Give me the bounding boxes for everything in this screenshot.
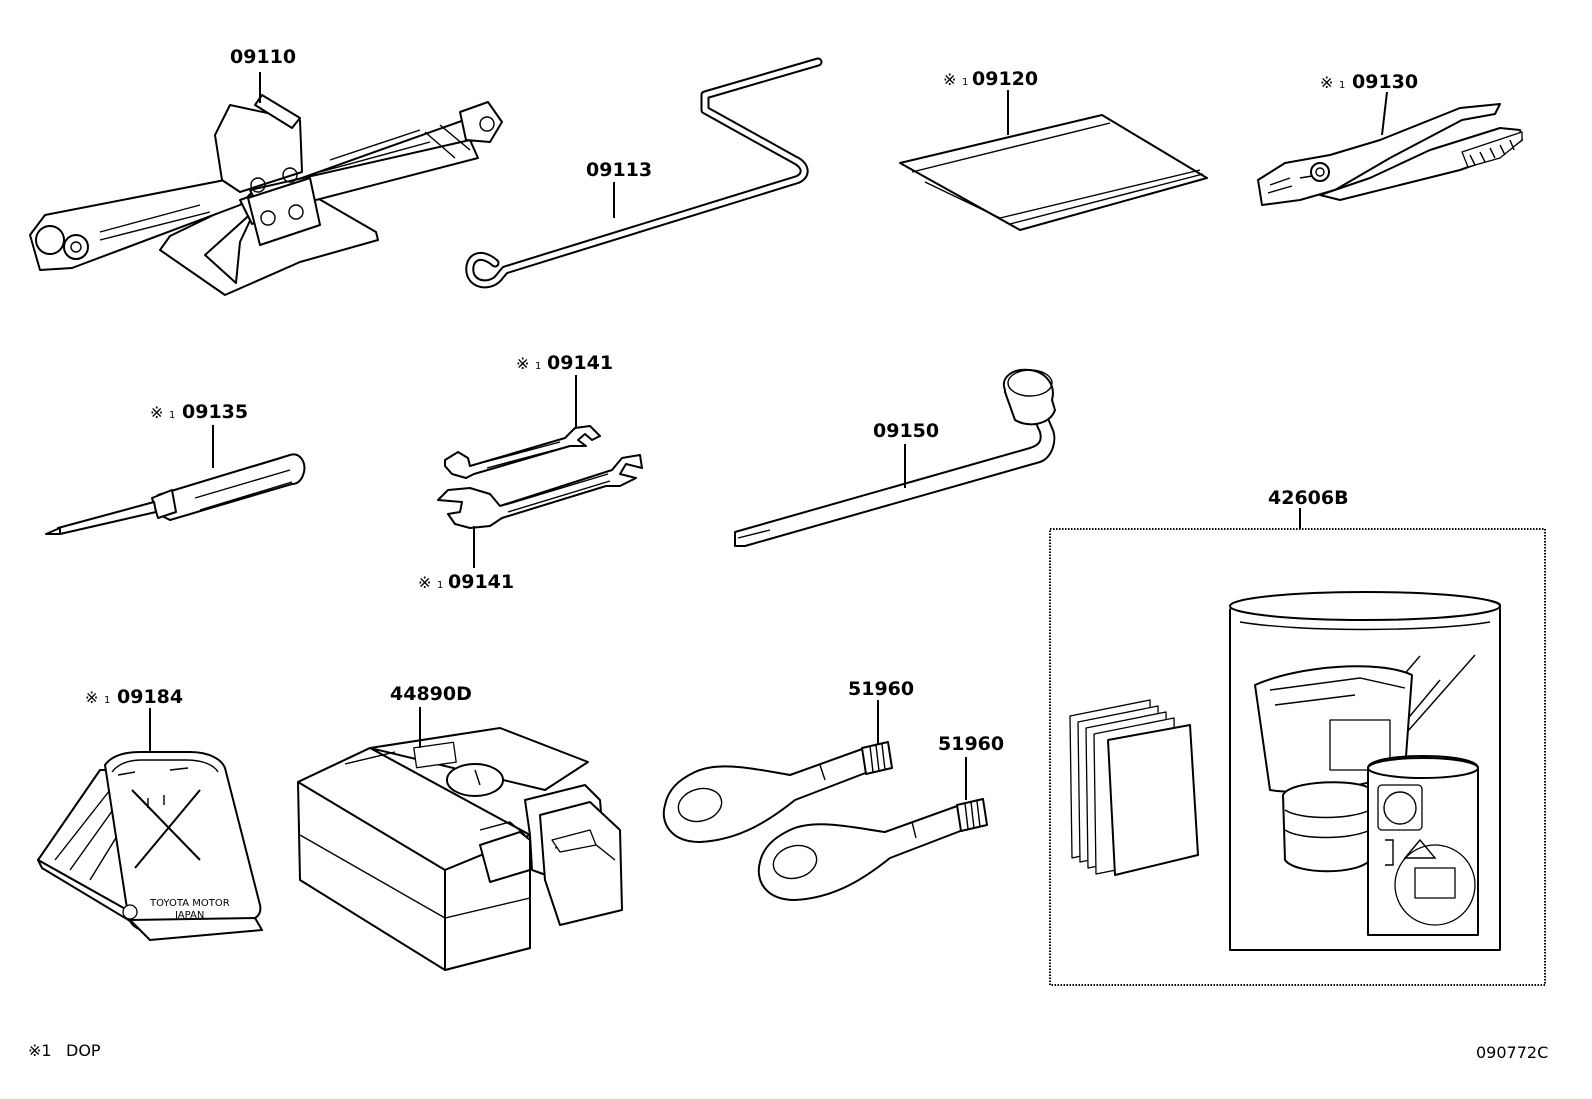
diagram-code: 090772C xyxy=(1476,1043,1548,1062)
label-tool-bag: 09120 xyxy=(972,68,1038,90)
label-wheel-chock: 09184 xyxy=(117,686,183,708)
label-wrench-top: 09141 xyxy=(547,352,613,374)
label-towing-eye-2: 51960 xyxy=(938,733,1004,755)
chock-text-country: JAPAN xyxy=(174,910,204,921)
label-jack-handle: 09113 xyxy=(586,159,652,181)
svg-text:1: 1 xyxy=(169,410,175,421)
tire-repair-kit: 42606B xyxy=(1049,487,1546,986)
footer-legend-mark: ※1 xyxy=(28,1041,52,1060)
repair-kit-frame xyxy=(1049,528,1546,986)
label-towing-eye-1: 51960 xyxy=(848,678,914,700)
towing-eye-lower: 51960 xyxy=(757,733,1004,901)
dop-mark-wrench-top: ※ xyxy=(516,354,529,373)
dop-mark-tool-bag: ※ xyxy=(943,70,956,89)
screwdriver: ※ 1 09135 xyxy=(45,401,306,535)
sealant-bottle xyxy=(1229,591,1501,951)
label-wrench-bottom: 09141 xyxy=(448,571,514,593)
svg-text:1: 1 xyxy=(1339,80,1345,91)
chock-text-maker: TOYOTA MOTOR xyxy=(149,898,230,909)
dop-mark-wheel-chock: ※ xyxy=(85,688,98,707)
label-repair-kit: 42606B xyxy=(1268,487,1349,509)
label-lug-wrench: 09150 xyxy=(873,420,939,442)
svg-text:1: 1 xyxy=(437,580,443,591)
pliers: ※ 1 09130 xyxy=(1257,71,1523,206)
svg-text:1: 1 xyxy=(962,77,968,88)
lug-wrench: 09150 xyxy=(734,368,1056,547)
label-jack: 09110 xyxy=(230,46,296,68)
label-pliers: 09130 xyxy=(1352,71,1418,93)
dop-mark-screwdriver: ※ xyxy=(150,403,163,422)
scissor-jack: 09110 xyxy=(29,46,503,296)
footer-legend-text: DOP xyxy=(66,1041,101,1060)
tire-compressor: 44890D xyxy=(297,683,623,971)
label-compressor: 44890D xyxy=(390,683,472,705)
tool-bag: ※ 1 09120 xyxy=(899,68,1208,231)
jack-handle: 09113 xyxy=(465,57,823,289)
svg-text:1: 1 xyxy=(104,695,110,706)
svg-text:1: 1 xyxy=(535,361,541,372)
label-screwdriver: 09135 xyxy=(182,401,248,423)
dop-mark-wrench-bottom: ※ xyxy=(418,573,431,592)
instruction-booklets xyxy=(1069,699,1199,876)
dop-mark-pliers: ※ xyxy=(1320,73,1333,92)
towing-eye-upper: 51960 xyxy=(662,678,914,843)
wrench-set: ※ 1 09141 ※ 1 09141 xyxy=(418,352,643,593)
wheel-chock: TOYOTA MOTOR JAPAN ※ 1 09184 xyxy=(37,686,263,941)
